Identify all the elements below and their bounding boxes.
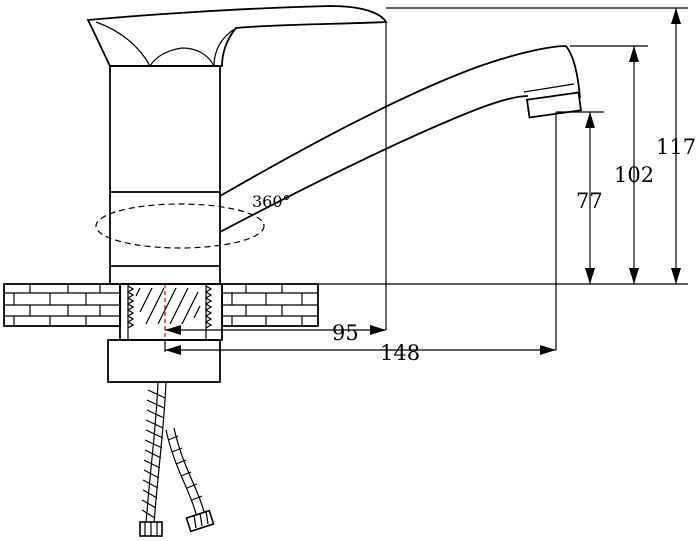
- dimension-117: 117: [656, 8, 696, 284]
- countertop-right: [221, 283, 319, 327]
- lever-handle: [86, 5, 388, 67]
- countertop-left: [3, 283, 121, 327]
- dimension-148: 148: [165, 341, 556, 365]
- threaded-shank: [119, 283, 223, 346]
- extension-lines: [164, 7, 688, 352]
- label-77: 77: [576, 189, 603, 213]
- dimension-102: 102: [614, 46, 654, 284]
- spout: [219, 45, 583, 233]
- label-102: 102: [614, 163, 654, 187]
- label-117: 117: [656, 135, 696, 159]
- flexible-hoses: [139, 381, 215, 537]
- dimension-95: 95: [165, 321, 386, 345]
- label-95: 95: [332, 321, 359, 345]
- faucet-body: [109, 65, 221, 285]
- dimension-77: 77: [576, 112, 603, 284]
- rotation-path: [95, 203, 265, 249]
- label-148: 148: [380, 341, 420, 365]
- mounting-nut: [107, 339, 221, 383]
- label-rotation: 360°: [252, 192, 291, 211]
